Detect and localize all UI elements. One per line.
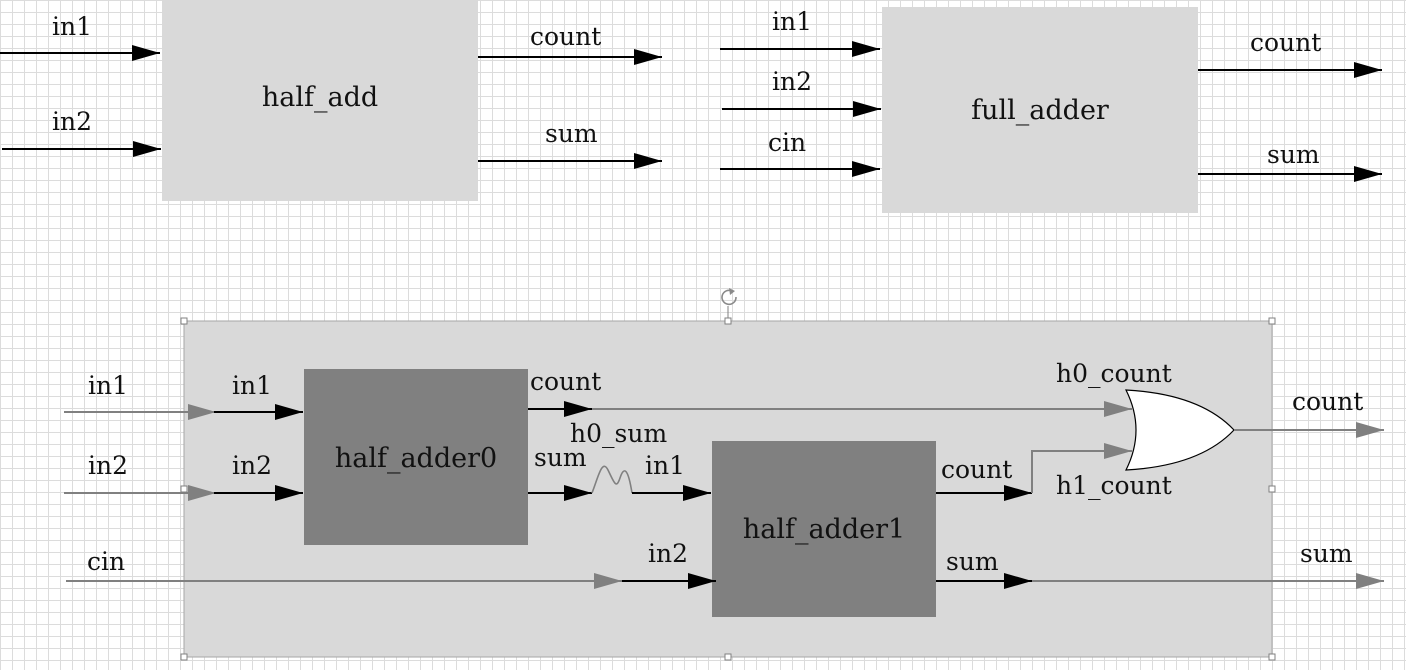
half-adder1-in2-label: in2 [648,539,688,568]
half-adder0-count-label: count [530,367,601,396]
full-adder-cin-label: cin [768,128,806,157]
handle-bottom-right[interactable] [1268,653,1276,661]
composite-count-label: count [1292,387,1363,416]
full-adder-module[interactable]: full_adder in1 in2 cin count sum [720,7,1382,213]
half-adder0[interactable]: half_adder0 in1 in2 count sum [214,367,601,545]
half-adder0-in1-label: in1 [232,371,272,400]
handle-bottom[interactable] [724,653,732,661]
half-add-block[interactable] [162,0,478,201]
h0-sum-label: h0_sum [570,419,667,448]
handle-bottom-left[interactable] [180,653,188,661]
rotate-handle-icon[interactable] [721,288,737,306]
or-gate[interactable] [1125,389,1235,471]
half-adder1[interactable]: half_adder1 in1 in2 count sum [622,441,1032,617]
full-adder-title: full_adder [971,95,1109,126]
composite-full-adder[interactable]: in1 in2 cin half_adder0 in1 in2 count su… [64,288,1384,661]
handle-top-right[interactable] [1268,317,1276,325]
h1-count-label: h1_count [1056,471,1172,500]
half-adder0-sum-label: sum [534,443,587,472]
selection-handles[interactable] [180,317,1276,661]
half-adder0-in2-label: in2 [232,451,272,480]
half-adder0-title: half_adder0 [335,443,497,474]
half-add-sum-label: sum [545,119,598,148]
h0-sum-wire [591,465,633,494]
h0-count-label: h0_count [1056,359,1172,388]
half-adder1-title: half_adder1 [743,514,905,545]
full-adder-sum-label: sum [1267,140,1320,169]
handle-right[interactable] [1268,485,1276,493]
h1-count-wire [1031,443,1132,493]
composite-in2-label: in2 [88,451,128,480]
composite-sum-label: sum [1300,539,1353,568]
full-adder-block[interactable] [882,7,1198,213]
half-adder1-in1-label: in1 [645,451,685,480]
half-add-title: half_add [262,82,378,113]
handle-top[interactable] [724,317,732,325]
composite-cin-label: cin [87,547,125,576]
half-add-in1-label: in1 [52,12,92,41]
half-adder0-block[interactable] [304,369,528,545]
full-adder-in2-label: in2 [772,67,812,96]
half-add-module[interactable]: half_add in1 in2 count sum [0,0,662,201]
full-adder-count-label: count [1250,28,1321,57]
full-adder-in1-label: in1 [772,7,812,36]
half-add-in2-label: in2 [52,107,92,136]
half-adder1-block[interactable] [712,441,936,617]
half-adder1-sum-label: sum [946,547,999,576]
handle-left[interactable] [180,485,188,493]
half-add-count-label: count [530,22,601,51]
half-adder1-count-label: count [941,455,1012,484]
handle-top-left[interactable] [180,317,188,325]
composite-in1-label: in1 [88,371,128,400]
